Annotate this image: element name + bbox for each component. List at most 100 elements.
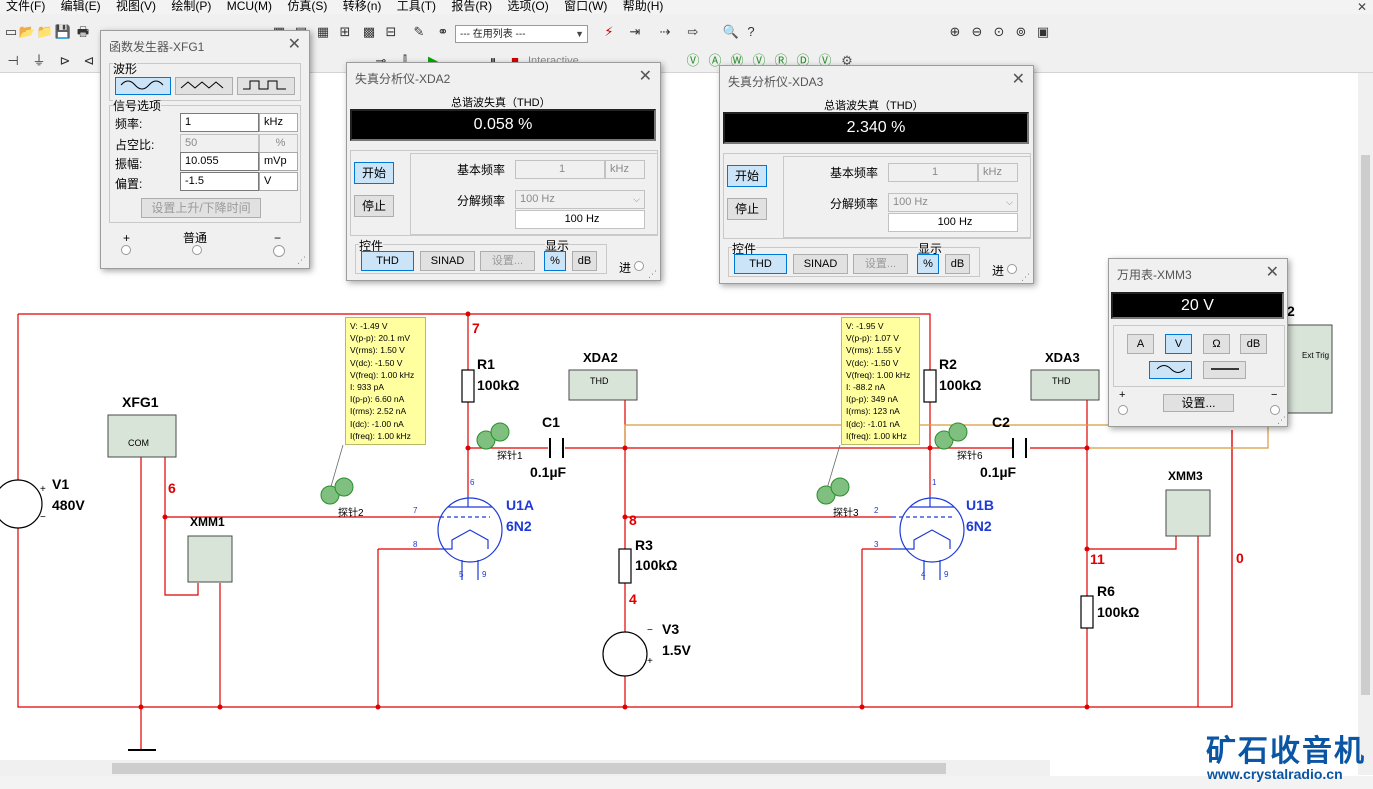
sinad-button[interactable]: SINAD xyxy=(793,254,848,274)
start-button[interactable]: 开始 xyxy=(727,165,767,187)
decibel-button[interactable]: dB xyxy=(1240,334,1267,354)
fundamental-freq-input[interactable]: 1 xyxy=(888,163,978,182)
frequency-input[interactable]: 1 xyxy=(180,113,259,132)
db-button[interactable]: dB xyxy=(945,254,970,274)
menu-edit[interactable]: 编辑(E) xyxy=(60,0,101,13)
pause-icon[interactable]: ⏸ xyxy=(489,53,497,68)
probe-all-icon[interactable]: Ⓥ xyxy=(818,53,832,68)
close-icon[interactable]: ✕ xyxy=(1011,71,1025,88)
sine-wave-button[interactable] xyxy=(115,77,171,95)
forward-icon[interactable]: ⇥ xyxy=(629,24,641,39)
resize-grip-icon[interactable]: ⋰ xyxy=(1021,272,1030,282)
minus-terminal[interactable] xyxy=(273,245,285,257)
settings-button[interactable]: 设置... xyxy=(1163,394,1234,412)
probe-diff-icon[interactable]: Ⓥ xyxy=(752,53,766,68)
common-terminal[interactable] xyxy=(192,245,202,255)
wire-tool-icon[interactable]: ⊣ xyxy=(7,53,19,68)
probe3-label[interactable]: 探针3 xyxy=(833,508,859,519)
close-icon[interactable]: ✕ xyxy=(287,36,301,53)
resolution-freq-select[interactable]: 100 Hz ⌵ xyxy=(515,190,645,209)
wizard-icon[interactable]: ✎ xyxy=(413,24,425,39)
probe6-label[interactable]: 探针6 xyxy=(957,451,983,462)
diode-tool-icon[interactable]: ⊳ xyxy=(59,53,71,68)
probe-current-icon[interactable]: Ⓐ xyxy=(708,53,722,68)
menu-transfer[interactable]: 转移(n) xyxy=(342,0,382,13)
menu-file[interactable]: 文件(F) xyxy=(6,0,46,13)
triangle-wave-button[interactable] xyxy=(175,77,233,95)
close-icon[interactable]: ✕ xyxy=(1265,264,1279,281)
settings-button[interactable]: 设置... xyxy=(480,251,535,271)
start-button[interactable]: 开始 xyxy=(354,162,394,184)
plus-terminal[interactable] xyxy=(121,245,131,255)
menu-view[interactable]: 视图(V) xyxy=(116,0,157,13)
xda2-window[interactable]: 失真分析仪-XDA2 ✕ 总谐波失真（THD） 0.058 % 开始 停止 基本… xyxy=(346,62,661,281)
resistor-tool-icon[interactable]: ⏚ xyxy=(32,53,46,68)
probe-ref-icon[interactable]: Ⓡ xyxy=(774,53,788,68)
xfg1-window[interactable]: 函数发生器-XFG1 ✕ 波形 信号选项 频率: 1 kHz 占空比: 50 %… xyxy=(100,30,310,269)
thd-button[interactable]: THD xyxy=(361,251,414,271)
menu-options[interactable]: 选项(O) xyxy=(507,0,549,13)
save-icon[interactable]: 💾 xyxy=(54,24,72,39)
sinad-button[interactable]: SINAD xyxy=(420,251,475,271)
menu-simulate[interactable]: 仿真(S) xyxy=(287,0,328,13)
probe1-label[interactable]: 探针1 xyxy=(497,451,523,462)
frequency-unit[interactable]: kHz xyxy=(259,113,298,132)
menu-reports[interactable]: 报告(R) xyxy=(451,0,493,13)
thd-button[interactable]: THD xyxy=(734,254,787,274)
bus-tool-icon[interactable]: ⫿ xyxy=(402,53,408,68)
table-icon[interactable]: ▦ xyxy=(316,24,330,39)
probe-icon[interactable]: ⚡ xyxy=(604,24,614,39)
probe-digital-icon[interactable]: Ⓓ xyxy=(796,53,810,68)
xmm3-window[interactable]: 万用表-XMM3 ✕ 20 V A V Ω dB 设置... + − ⋰ xyxy=(1108,258,1288,427)
percent-button[interactable]: % xyxy=(917,254,939,274)
xda3-window[interactable]: 失真分析仪-XDA3 ✕ 总谐波失真（THD） 2.340 % 开始 停止 基本… xyxy=(719,65,1034,284)
link-icon[interactable]: ⚭ xyxy=(437,24,449,39)
menu-help[interactable]: 帮助(H) xyxy=(622,0,664,13)
zoom-out-icon[interactable]: ⊖ xyxy=(971,24,983,39)
transistor-tool-icon[interactable]: ⊲ xyxy=(83,53,95,68)
settings-button[interactable]: 设置... xyxy=(853,254,908,274)
resize-grip-icon[interactable]: ⋰ xyxy=(297,255,306,265)
stop-button[interactable]: 停止 xyxy=(727,198,767,220)
calculator-icon[interactable]: ▩ xyxy=(362,24,376,39)
input-terminal[interactable] xyxy=(1007,264,1017,274)
menu-mcu[interactable]: MCU(M) xyxy=(226,0,273,13)
dc-mode-button[interactable] xyxy=(1203,361,1246,379)
zoom-in-icon[interactable]: ⊕ xyxy=(949,24,961,39)
offset-unit[interactable]: V xyxy=(259,172,298,191)
rise-fall-time-button[interactable]: 设置上升/下降时间 xyxy=(141,198,261,218)
help-icon[interactable]: ? xyxy=(747,24,755,39)
database-icon[interactable]: ⊞ xyxy=(339,24,351,39)
resize-grip-icon[interactable]: ⋰ xyxy=(1277,415,1286,425)
input-terminal[interactable] xyxy=(634,261,644,271)
stop-icon[interactable]: ■ xyxy=(511,53,519,68)
component-icon[interactable]: ⊟ xyxy=(385,24,397,39)
place-tool-icon[interactable]: ⊸ xyxy=(375,53,387,68)
db-button[interactable]: dB xyxy=(572,251,597,271)
close-icon[interactable]: ✕ xyxy=(638,68,652,85)
menu-tools[interactable]: 工具(T) xyxy=(396,0,437,13)
run-icon[interactable]: ▶ xyxy=(428,53,438,68)
full-screen-icon[interactable]: ▣ xyxy=(1036,24,1050,39)
ammeter-button[interactable]: A xyxy=(1127,334,1154,354)
probe-voltage-icon[interactable]: Ⓥ xyxy=(686,53,700,68)
stop-button[interactable]: 停止 xyxy=(354,195,394,217)
probe-power-icon[interactable]: Ⓦ xyxy=(730,53,744,68)
ac-mode-button[interactable] xyxy=(1149,361,1192,379)
resize-grip-icon[interactable]: ⋰ xyxy=(648,269,657,279)
fundamental-freq-input[interactable]: 1 xyxy=(515,160,605,179)
vertical-scroll-thumb[interactable] xyxy=(1361,155,1370,695)
in-use-list-select[interactable]: --- 在用列表 ---▼ xyxy=(455,25,588,43)
horizontal-scroll-thumb[interactable] xyxy=(112,763,946,774)
duty-cycle-input[interactable]: 50 xyxy=(180,134,259,153)
square-wave-button[interactable] xyxy=(237,77,295,95)
print-icon[interactable]: 🖶 xyxy=(76,24,90,39)
ohmmeter-button[interactable]: Ω xyxy=(1203,334,1230,354)
open-icon[interactable]: 📁 xyxy=(36,24,54,39)
percent-button[interactable]: % xyxy=(544,251,566,271)
amplitude-input[interactable]: 10.055 xyxy=(180,152,259,171)
plus-terminal[interactable] xyxy=(1118,405,1128,415)
menu-place[interactable]: 绘制(P) xyxy=(171,0,212,13)
search-icon[interactable]: 🔍 xyxy=(722,24,740,39)
new-file-icon[interactable]: ▭ xyxy=(4,24,18,39)
